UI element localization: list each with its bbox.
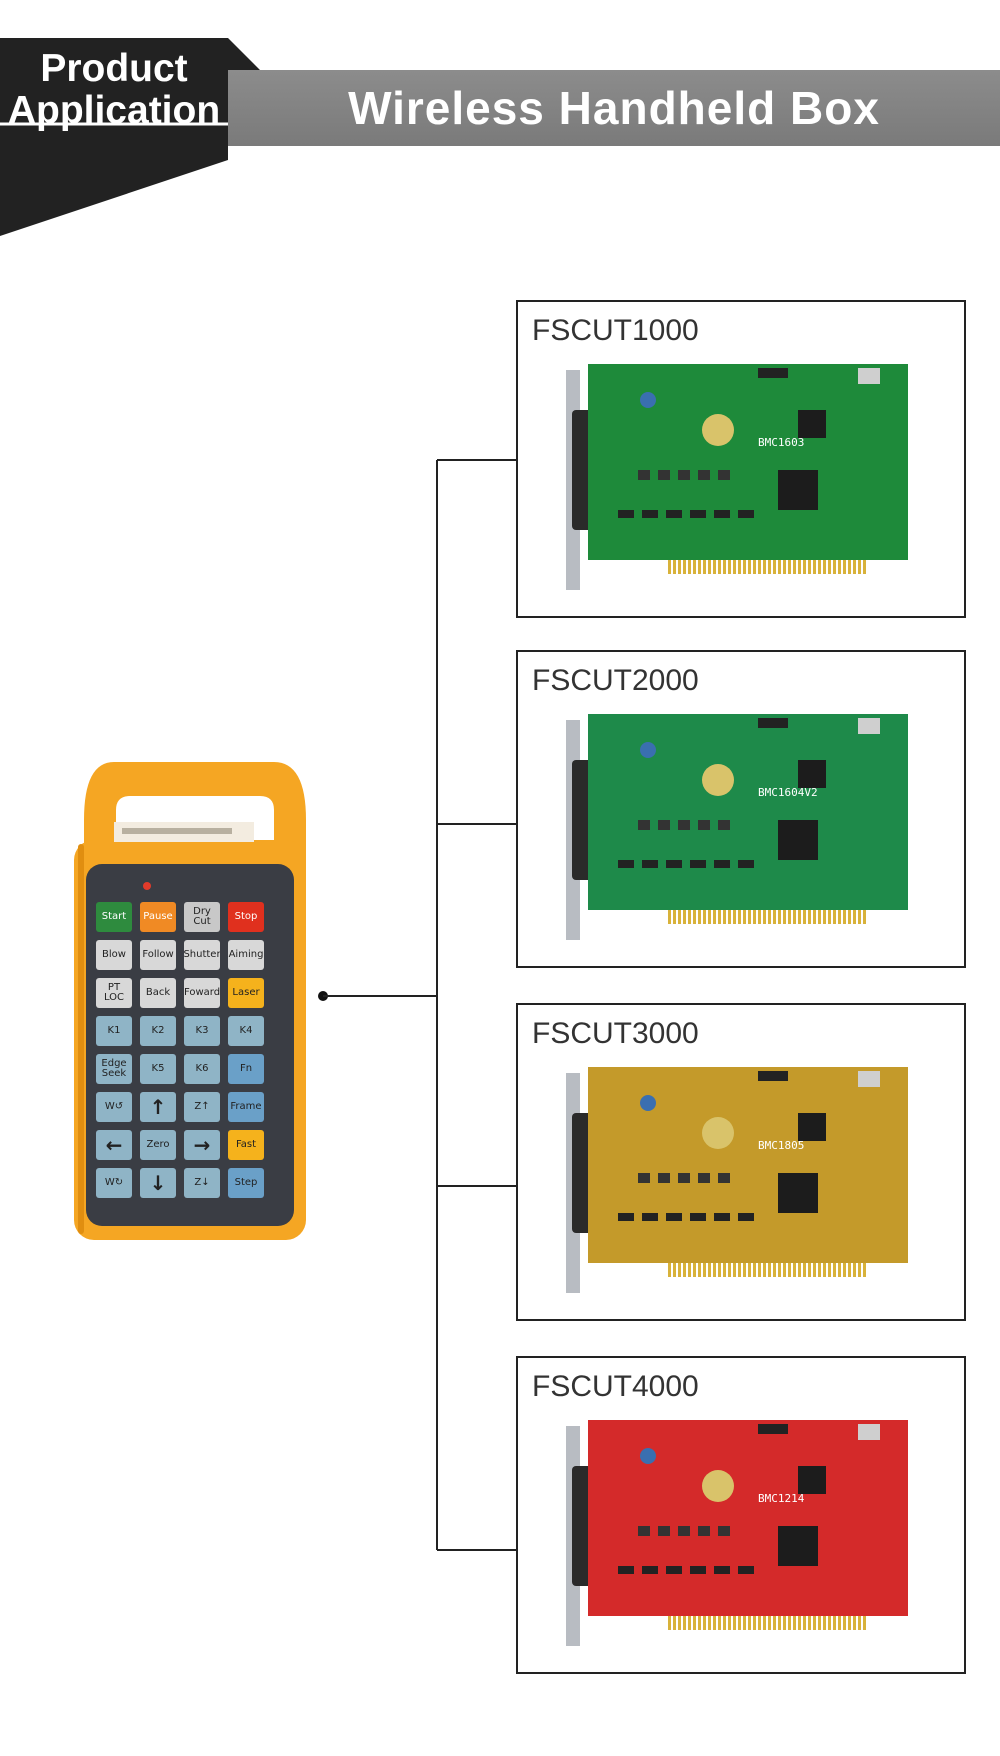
pci-board-image — [566, 1067, 908, 1293]
remote-key-zero[interactable]: Zero — [140, 1130, 176, 1160]
remote-key-k1[interactable]: K1 — [96, 1016, 132, 1046]
board-model-text: BMC1805 — [758, 1139, 805, 1152]
remote-key-k3[interactable]: K3 — [184, 1016, 220, 1046]
remote-key-[interactable]: ↑ — [140, 1092, 176, 1122]
remote-key-w[interactable]: W↻ — [96, 1168, 132, 1198]
pci-board-image — [566, 714, 908, 940]
board-model-text: BMC1604V2 — [758, 786, 818, 799]
remote-key-back[interactable]: Back — [140, 978, 176, 1008]
remote-key-[interactable]: ↓ — [140, 1168, 176, 1198]
header-badge-shape — [0, 38, 260, 236]
remote-key-laser[interactable]: Laser — [228, 978, 264, 1008]
remote-key-fast[interactable]: Fast — [228, 1130, 264, 1160]
board-model-text: BMC1603 — [758, 436, 805, 449]
remote-key-stop[interactable]: Stop — [228, 902, 264, 932]
product-application-badge: Product Application — [0, 48, 228, 132]
page-title: Wireless Handheld Box — [348, 82, 880, 134]
remote-key-[interactable]: → — [184, 1130, 220, 1160]
remote-key-step[interactable]: Step — [228, 1168, 264, 1198]
remote-key-k5[interactable]: K5 — [140, 1054, 176, 1084]
remote-key-[interactable]: ← — [96, 1130, 132, 1160]
pci-board-image — [566, 1420, 908, 1646]
card-label: FSCUT1000 — [532, 314, 699, 347]
badge-line2: Application — [7, 89, 221, 132]
pci-board-image — [566, 364, 908, 590]
remote-key-w[interactable]: W↺ — [96, 1092, 132, 1122]
remote-key-foward[interactable]: Foward — [184, 978, 220, 1008]
badge-line1: Product — [40, 47, 188, 90]
board-model-text: BMC1214 — [758, 1492, 805, 1505]
remote-key-dry-cut[interactable]: Dry Cut — [184, 902, 220, 932]
remote-key-shutter[interactable]: Shutter — [184, 940, 220, 970]
remote-key-k4[interactable]: K4 — [228, 1016, 264, 1046]
remote-key-k2[interactable]: K2 — [140, 1016, 176, 1046]
remote-key-frame[interactable]: Frame — [228, 1092, 264, 1122]
remote-key-pause[interactable]: Pause — [140, 902, 176, 932]
card-label: FSCUT4000 — [532, 1370, 699, 1403]
remote-key-pt-loc[interactable]: PT LOC — [96, 978, 132, 1008]
remote-key-start[interactable]: Start — [96, 902, 132, 932]
remote-key-z[interactable]: Z↓ — [184, 1168, 220, 1198]
remote-key-blow[interactable]: Blow — [96, 940, 132, 970]
remote-key-edge-seek[interactable]: Edge Seek — [96, 1054, 132, 1084]
card-label: FSCUT2000 — [532, 664, 699, 697]
remote-key-fn[interactable]: Fn — [228, 1054, 264, 1084]
remote-key-follow[interactable]: Follow — [140, 940, 176, 970]
remote-key-aiming[interactable]: Aiming — [228, 940, 264, 970]
remote-key-k6[interactable]: K6 — [184, 1054, 220, 1084]
card-label: FSCUT3000 — [532, 1017, 699, 1050]
remote-key-z[interactable]: Z↑ — [184, 1092, 220, 1122]
